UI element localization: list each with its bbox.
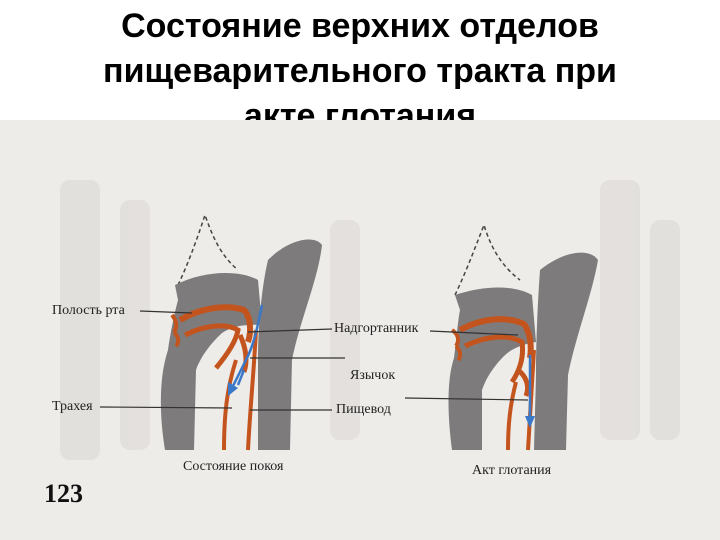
caption-swallow: Акт глотания <box>472 463 552 478</box>
rest-esophagus-channel <box>246 329 258 451</box>
swallow-food-arrowhead <box>525 416 535 428</box>
swallow-nose-outline <box>454 222 521 296</box>
leader-trachea <box>99 406 233 409</box>
label-esophagus: Пищевод <box>336 402 391 417</box>
swallow-palate-muscle <box>458 316 534 359</box>
rest-neck-tissue <box>258 239 322 450</box>
label-epiglottis: Надгортанник <box>334 321 419 336</box>
swallow-head-tissue <box>448 287 536 450</box>
swallow-airway-channel <box>506 381 518 451</box>
leader-lines <box>99 310 529 411</box>
rest-epiglottis <box>237 333 249 373</box>
anatomy-figure: Полость рта Надгортанник Язычок Трахея П… <box>0 120 720 540</box>
leader-esophagus-right <box>404 397 529 401</box>
rest-lips <box>170 313 181 348</box>
swallow-lips <box>450 328 463 362</box>
slide-title: Состояние верхних отделов пищеварительно… <box>0 4 720 139</box>
page-number: 123 <box>44 479 83 508</box>
caption-rest: Состояние покоя <box>183 459 284 474</box>
rest-food-flow-arrow <box>236 369 246 386</box>
swallow-neck-tissue <box>534 252 598 450</box>
background-texture <box>60 180 680 460</box>
rest-air-flow-arrow <box>230 304 264 389</box>
anatomy-illustration <box>60 180 680 460</box>
rest-nose-outline <box>177 212 239 286</box>
label-oral-cavity: Полость рта <box>52 303 125 318</box>
leader-epiglottis-left <box>247 328 333 333</box>
title-line-2: пищеварительного тракта при <box>103 52 617 90</box>
rest-palate-muscle <box>178 304 254 343</box>
label-uvula: Язычок <box>350 368 396 383</box>
rest-air-arrowhead <box>228 382 238 396</box>
swallow-epiglottis <box>516 368 531 397</box>
label-trachea: Трахея <box>52 399 93 414</box>
rest-airway-channel <box>222 359 238 451</box>
swallow-state-diagram <box>448 222 598 451</box>
title-line-1: Состояние верхних отделов <box>121 7 599 45</box>
leader-epiglottis-right <box>429 330 519 336</box>
rest-state-diagram <box>160 212 322 451</box>
leader-oral-cavity <box>139 310 193 314</box>
rest-tongue-muscle <box>183 323 241 370</box>
